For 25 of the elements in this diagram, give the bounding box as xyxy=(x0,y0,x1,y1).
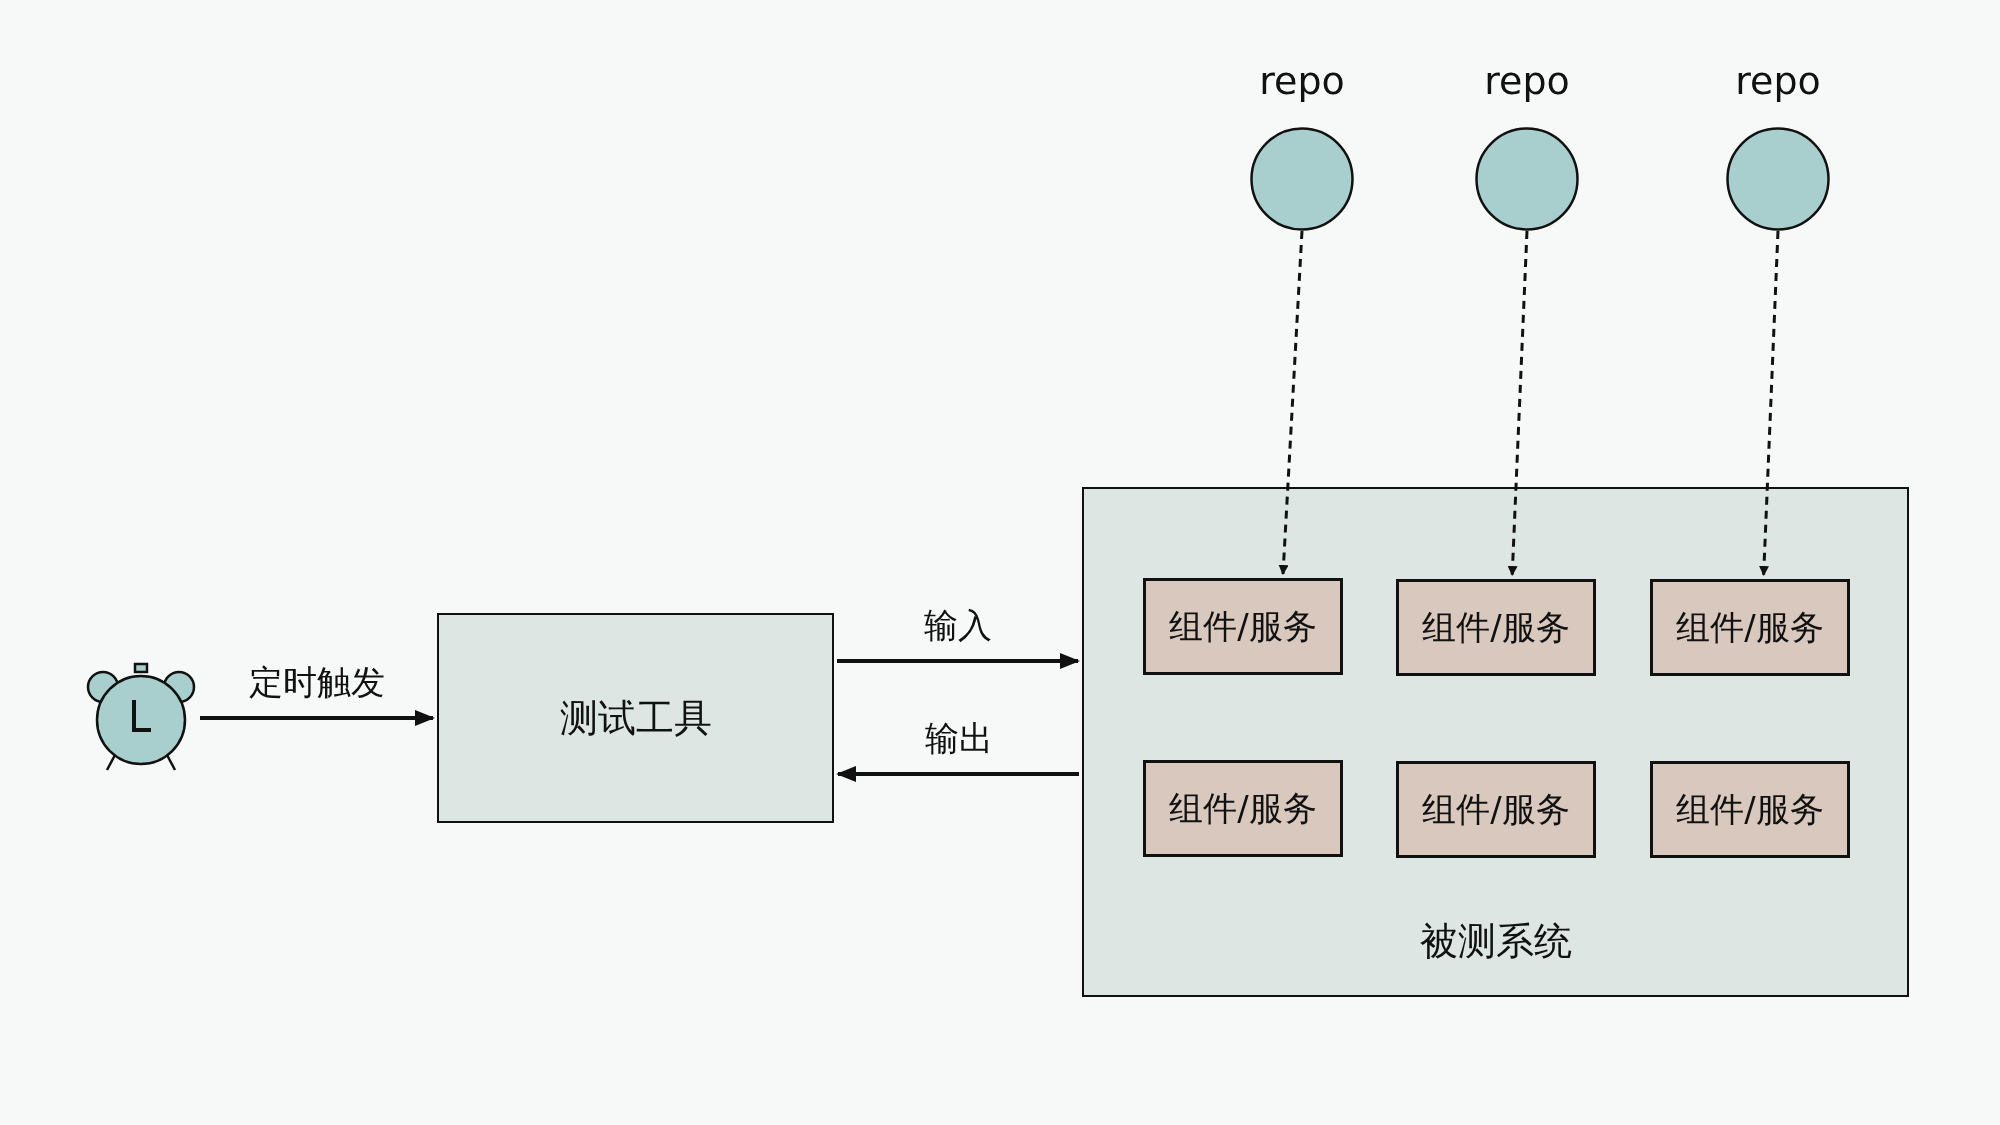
component-box xyxy=(1143,760,1343,857)
tool-box xyxy=(437,613,834,823)
dashed-arrow xyxy=(1278,230,1304,575)
component-box xyxy=(1650,761,1850,858)
system-label: 被测系统 xyxy=(1419,918,1572,965)
component-label: 组件/服务 xyxy=(1676,605,1824,649)
dashed-arrow xyxy=(1759,230,1780,576)
component-label: 组件/服务 xyxy=(1169,604,1317,648)
component-label: 组件/服务 xyxy=(1422,787,1570,831)
component-box xyxy=(1396,761,1596,858)
tool-label: 测试工具 xyxy=(559,694,712,742)
repository-label: repo xyxy=(1484,59,1570,103)
system-container xyxy=(1082,487,1909,997)
component-label: 组件/服务 xyxy=(1422,605,1570,649)
component-label: 组件/服务 xyxy=(1169,786,1317,830)
component-box xyxy=(1143,578,1343,675)
component-label: 组件/服务 xyxy=(1676,787,1824,831)
arrow xyxy=(837,653,1080,669)
repository-label: repo xyxy=(1259,59,1345,103)
component-box xyxy=(1396,579,1596,676)
component-box xyxy=(1650,579,1850,676)
dashed-arrow xyxy=(1507,230,1529,576)
arrow xyxy=(836,766,1079,782)
repository-label: repo xyxy=(1735,59,1821,103)
arrow xyxy=(200,710,435,726)
